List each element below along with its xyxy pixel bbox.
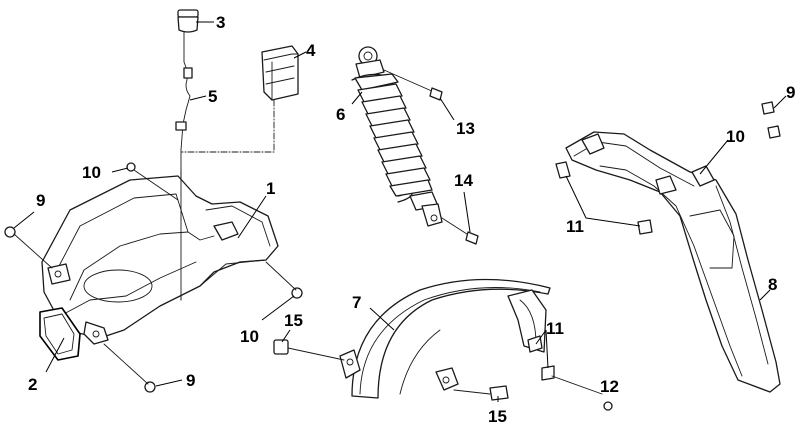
callout-9-right: 9: [786, 83, 795, 102]
part-12-nut: [603, 401, 613, 411]
callout-1: 1: [266, 179, 275, 198]
part-9-nut-right: [761, 101, 781, 139]
callout-14: 14: [454, 171, 473, 190]
part-11-clip-center: [527, 335, 603, 395]
callout-10-mid: 10: [240, 327, 259, 346]
spring-coils: [351, 73, 433, 203]
callout-2: 2: [28, 375, 37, 394]
callout-7: 7: [352, 293, 361, 312]
callout-10-left: 10: [82, 163, 101, 182]
part-13-bolt: [383, 69, 443, 101]
part-3-switch: [177, 9, 199, 43]
callout-11-right: 11: [566, 217, 584, 236]
callout-8: 8: [768, 275, 777, 294]
part-9-screw-left: [4, 226, 53, 269]
part-10-screw-mid: [265, 261, 303, 299]
callout-10-right: 10: [726, 127, 745, 146]
part-8-tail-fender: [565, 131, 781, 393]
part-11-clip-right: [555, 161, 653, 235]
callout-3: 3: [216, 13, 225, 32]
part-15-screw-lower: [489, 385, 509, 401]
part-7-rear-fender: [339, 278, 551, 399]
callout-15-lower: 15: [488, 407, 507, 426]
callout-6: 6: [336, 105, 345, 124]
part-14-bolt: [441, 217, 479, 245]
callout-12: 12: [600, 377, 619, 396]
callout-labels: 1 2 3 4 5 6 7 8 9 9 9 10 10 10 11 11 12 …: [28, 13, 795, 426]
callout-15-upper: 15: [284, 311, 303, 330]
callout-11-center: 11: [546, 319, 564, 338]
callout-5: 5: [208, 87, 217, 106]
leader-lines: [13, 21, 787, 402]
part-1-rear-tray: [41, 169, 279, 345]
part-9-screw-bottom: [103, 343, 156, 393]
part-2-plate-bracket: [39, 307, 81, 361]
callout-4: 4: [306, 41, 316, 60]
callout-9-left: 9: [36, 191, 45, 210]
part-15-screw-upper: [273, 339, 345, 361]
part-4-module: [181, 45, 299, 153]
part-10-screw-left: [126, 162, 179, 201]
callout-13: 13: [456, 119, 475, 138]
callout-9-bottom: 9: [186, 371, 195, 390]
part-6-shock-absorber: [351, 46, 443, 227]
